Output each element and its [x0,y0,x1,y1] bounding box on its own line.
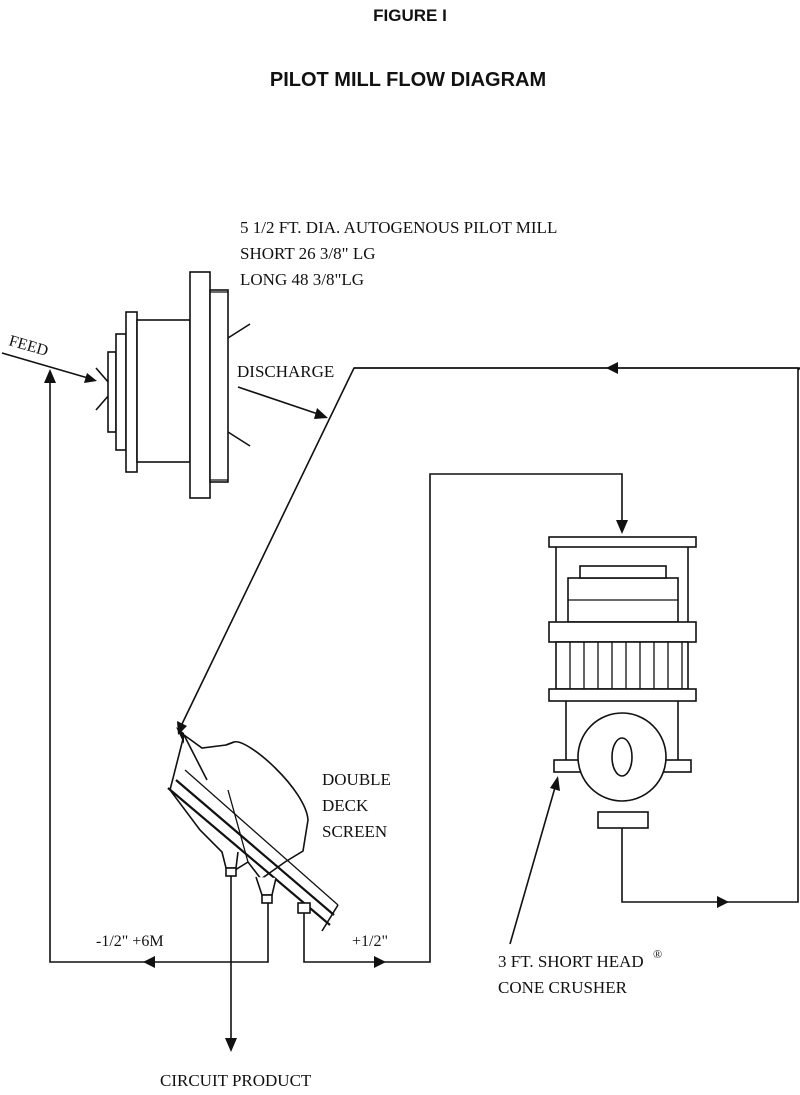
discharge-label: DISCHARGE [237,362,334,381]
diagram-title: PILOT MILL FLOW DIAGRAM [270,69,546,91]
crusher-leader [509,776,560,945]
circuit-product-label: CIRCUIT PRODUCT [160,1071,312,1090]
figure-label: FIGURE I [373,6,447,25]
discharge-arrow [237,386,328,419]
mill-desc-line1: 5 1/2 FT. DIA. AUTOGENOUS PILOT MILL [240,218,557,237]
autogenous-pilot-mill [95,271,251,499]
circuit-product-line [225,876,237,1052]
crusher-discharge-line [621,368,799,908]
mill-desc-line2: SHORT 26 3/8" LG [240,244,375,263]
undersize-label: -1/2" +6M [96,933,164,950]
crusher-registered-mark: ® [653,947,662,961]
recycle-line [177,362,800,735]
cone-crusher [548,536,697,829]
crusher-label-line1: 3 FT. SHORT HEAD [498,952,644,971]
double-deck-screen [167,727,339,932]
screen-label-line1: DOUBLE [322,770,391,789]
crusher-label-line2: CONE CRUSHER [498,978,628,997]
feed-arrow [1,352,97,383]
undersize-return-line [44,369,269,968]
oversize-line [303,473,628,968]
screen-label-line3: SCREEN [322,822,387,841]
screen-label-line2: DECK [322,796,369,815]
oversize-label: +1/2" [352,933,388,950]
mill-desc-line3: LONG 48 3/8"LG [240,270,364,289]
